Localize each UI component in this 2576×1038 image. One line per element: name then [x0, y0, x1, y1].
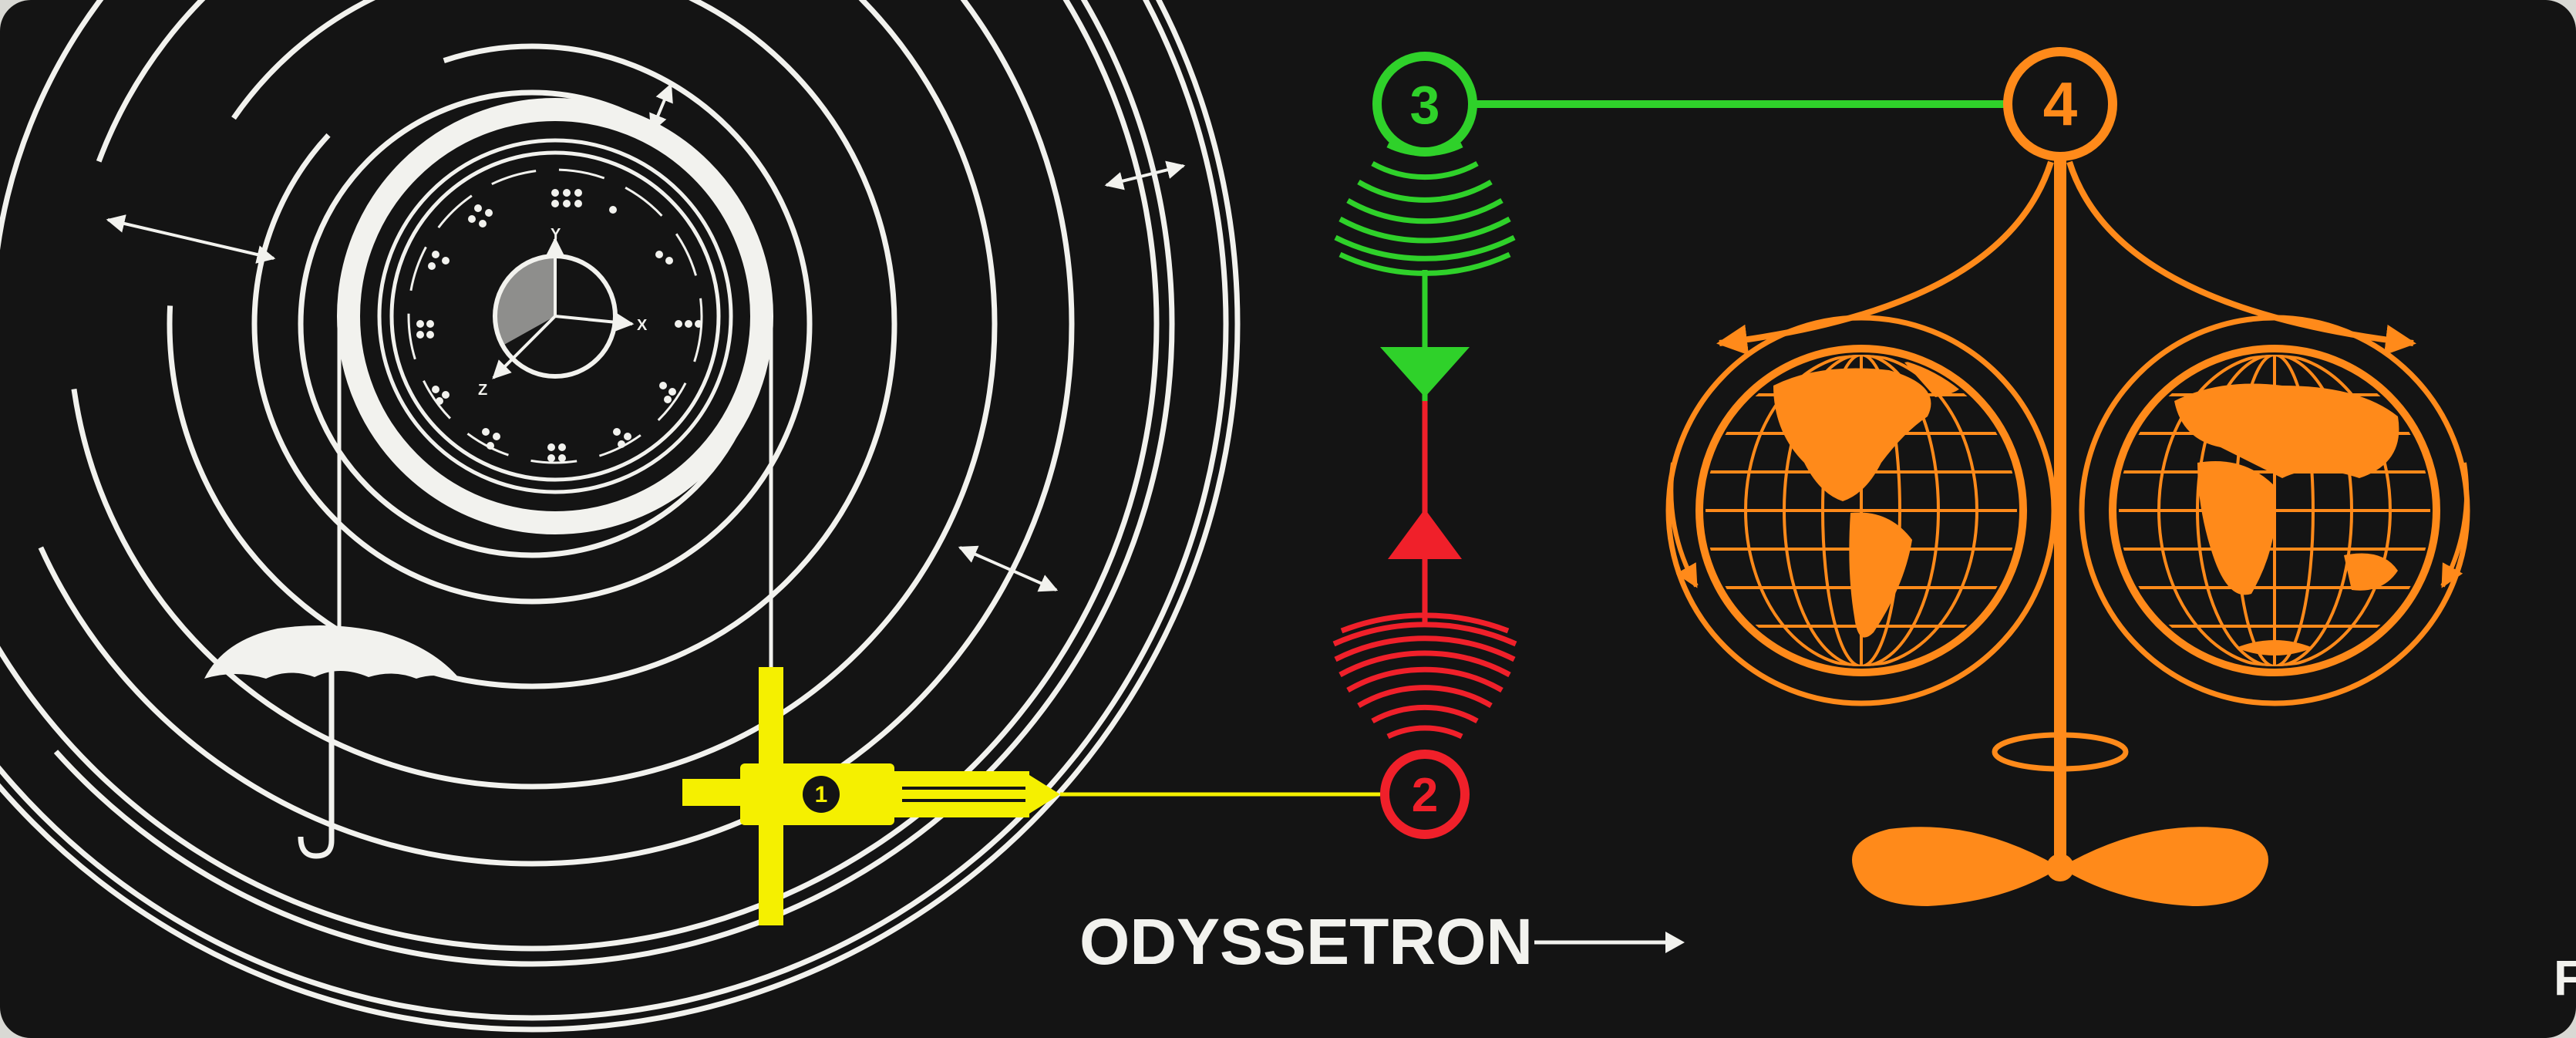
svg-text:3: 3	[1410, 75, 1440, 135]
dial-dot-clusters	[416, 189, 702, 462]
arrow-right-icon	[1534, 932, 1685, 953]
stage-4-node: 4	[2003, 47, 2117, 161]
central-dial	[337, 98, 773, 534]
dial-axis-x: X	[637, 317, 648, 334]
svg-text:4: 4	[2043, 69, 2078, 138]
stage-1-badge: 1	[803, 776, 840, 813]
svg-text:2: 2	[1412, 769, 1438, 822]
propeller-icon	[1852, 827, 2268, 906]
umbrella-icon	[204, 316, 773, 859]
stage-3-node: 3	[1372, 52, 1477, 157]
orbit-rings	[0, 0, 1241, 1033]
stage-3-downlink	[1380, 270, 1470, 401]
stage-2-waves	[1332, 612, 1517, 740]
edge-text: F	[2554, 950, 2576, 1006]
globe-orbit-arrows	[1669, 462, 2470, 588]
stage-2-node: 2	[1380, 750, 1470, 839]
globe-western-icon	[1665, 315, 2057, 706]
globe-eastern-icon	[2079, 315, 2470, 706]
dial-axis-z: Z	[478, 382, 487, 399]
odyssetron-title: ODYSSETRON	[1079, 905, 1533, 978]
stage-3-waves	[1334, 142, 1516, 276]
svg-text:1: 1	[815, 782, 828, 807]
stage-2-uplink	[1388, 401, 1462, 625]
dial-axis-y: Y	[551, 226, 561, 243]
